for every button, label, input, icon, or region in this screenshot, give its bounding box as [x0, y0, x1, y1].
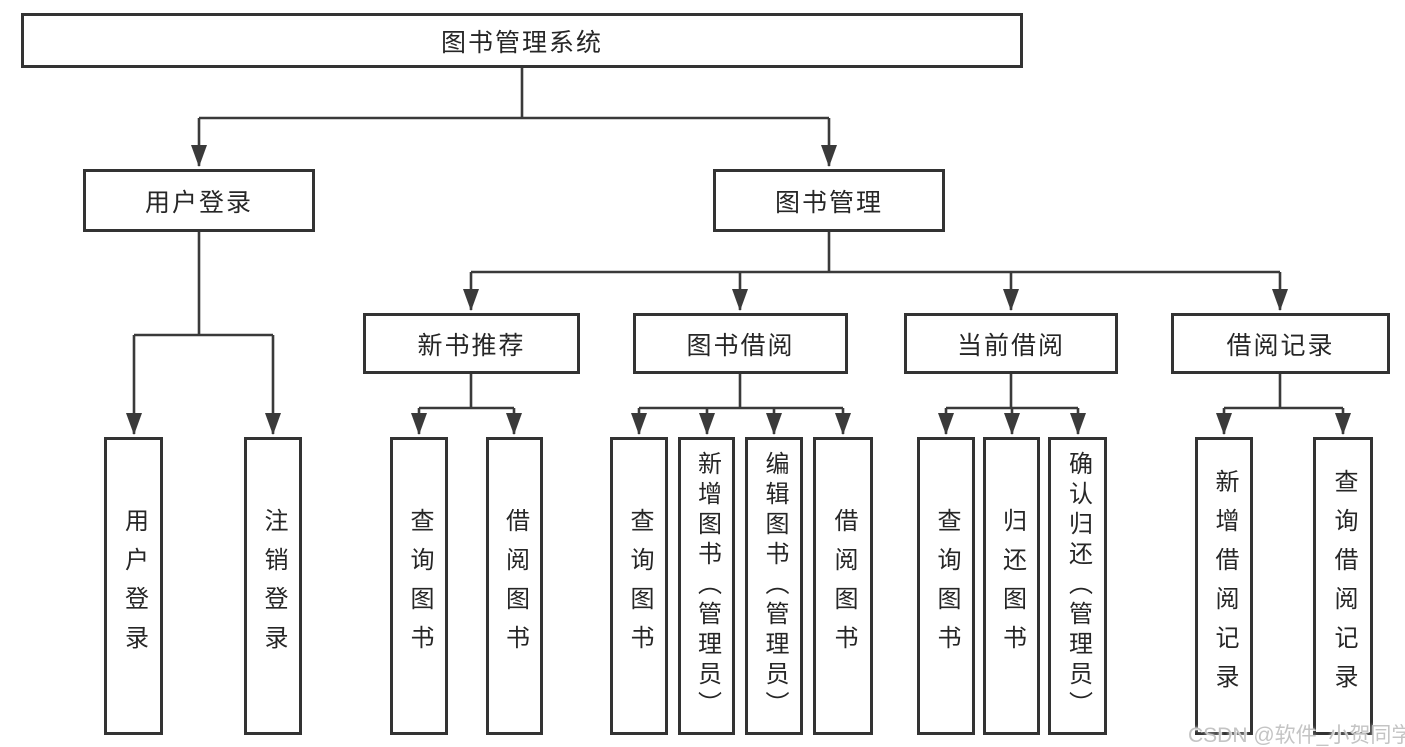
leaf-confirm-return-admin: 确认归还（管理员）	[1048, 437, 1107, 735]
node-label: 图书借阅	[686, 331, 795, 360]
node-book-borrowing: 图书借阅	[633, 313, 848, 374]
node-label: 查询借阅记录	[1330, 469, 1357, 703]
node-label: 查询图书	[933, 508, 960, 664]
node-label: 新增借阅记录	[1211, 469, 1238, 703]
node-label: 归还图书	[998, 508, 1026, 664]
node-new-book-recommendation: 新书推荐	[363, 313, 580, 374]
node-label: 新增图书（管理员）	[693, 451, 721, 721]
leaf-query-borrow-record: 查询借阅记录	[1313, 437, 1373, 735]
node-label: 查询图书	[626, 508, 653, 664]
node-borrowing-records: 借阅记录	[1171, 313, 1390, 374]
leaf-user-login: 用户登录	[104, 437, 163, 735]
leaf-edit-book-admin: 编辑图书（管理员）	[745, 437, 803, 735]
leaf-add-book-admin: 新增图书（管理员）	[678, 437, 735, 735]
node-label: 图书管理	[774, 188, 883, 217]
node-label: 借阅图书	[501, 508, 529, 664]
leaf-logout: 注销登录	[244, 437, 302, 735]
node-label: 借阅记录	[1226, 331, 1335, 360]
csdn-watermark: CSDN @软件_小贺同学	[1188, 724, 1405, 747]
node-label: 当前借阅	[956, 331, 1065, 360]
leaf-query-book: 查询图书	[390, 437, 448, 735]
leaf-borrow-book: 借阅图书	[486, 437, 543, 735]
leaf-add-borrow-record: 新增借阅记录	[1195, 437, 1253, 735]
leaf-return-book: 归还图书	[983, 437, 1040, 735]
node-label: 确认归还（管理员）	[1064, 451, 1092, 721]
node-user-login: 用户登录	[83, 169, 315, 232]
leaf-query-book: 查询图书	[610, 437, 668, 735]
node-label: 编辑图书（管理员）	[761, 451, 788, 721]
node-label: 借阅图书	[830, 508, 857, 664]
node-book-management: 图书管理	[713, 169, 945, 232]
node-label: 图书管理系统	[440, 28, 603, 57]
leaf-query-book: 查询图书	[917, 437, 975, 735]
node-library-management-system: 图书管理系统	[21, 13, 1023, 68]
node-label: 注销登录	[260, 508, 287, 664]
node-current-borrowing: 当前借阅	[904, 313, 1118, 374]
node-label: 用户登录	[120, 508, 148, 664]
node-label: 查询图书	[406, 508, 433, 664]
node-label: 新书推荐	[417, 331, 526, 360]
node-label: 用户登录	[144, 188, 253, 217]
leaf-borrow-book: 借阅图书	[813, 437, 873, 735]
